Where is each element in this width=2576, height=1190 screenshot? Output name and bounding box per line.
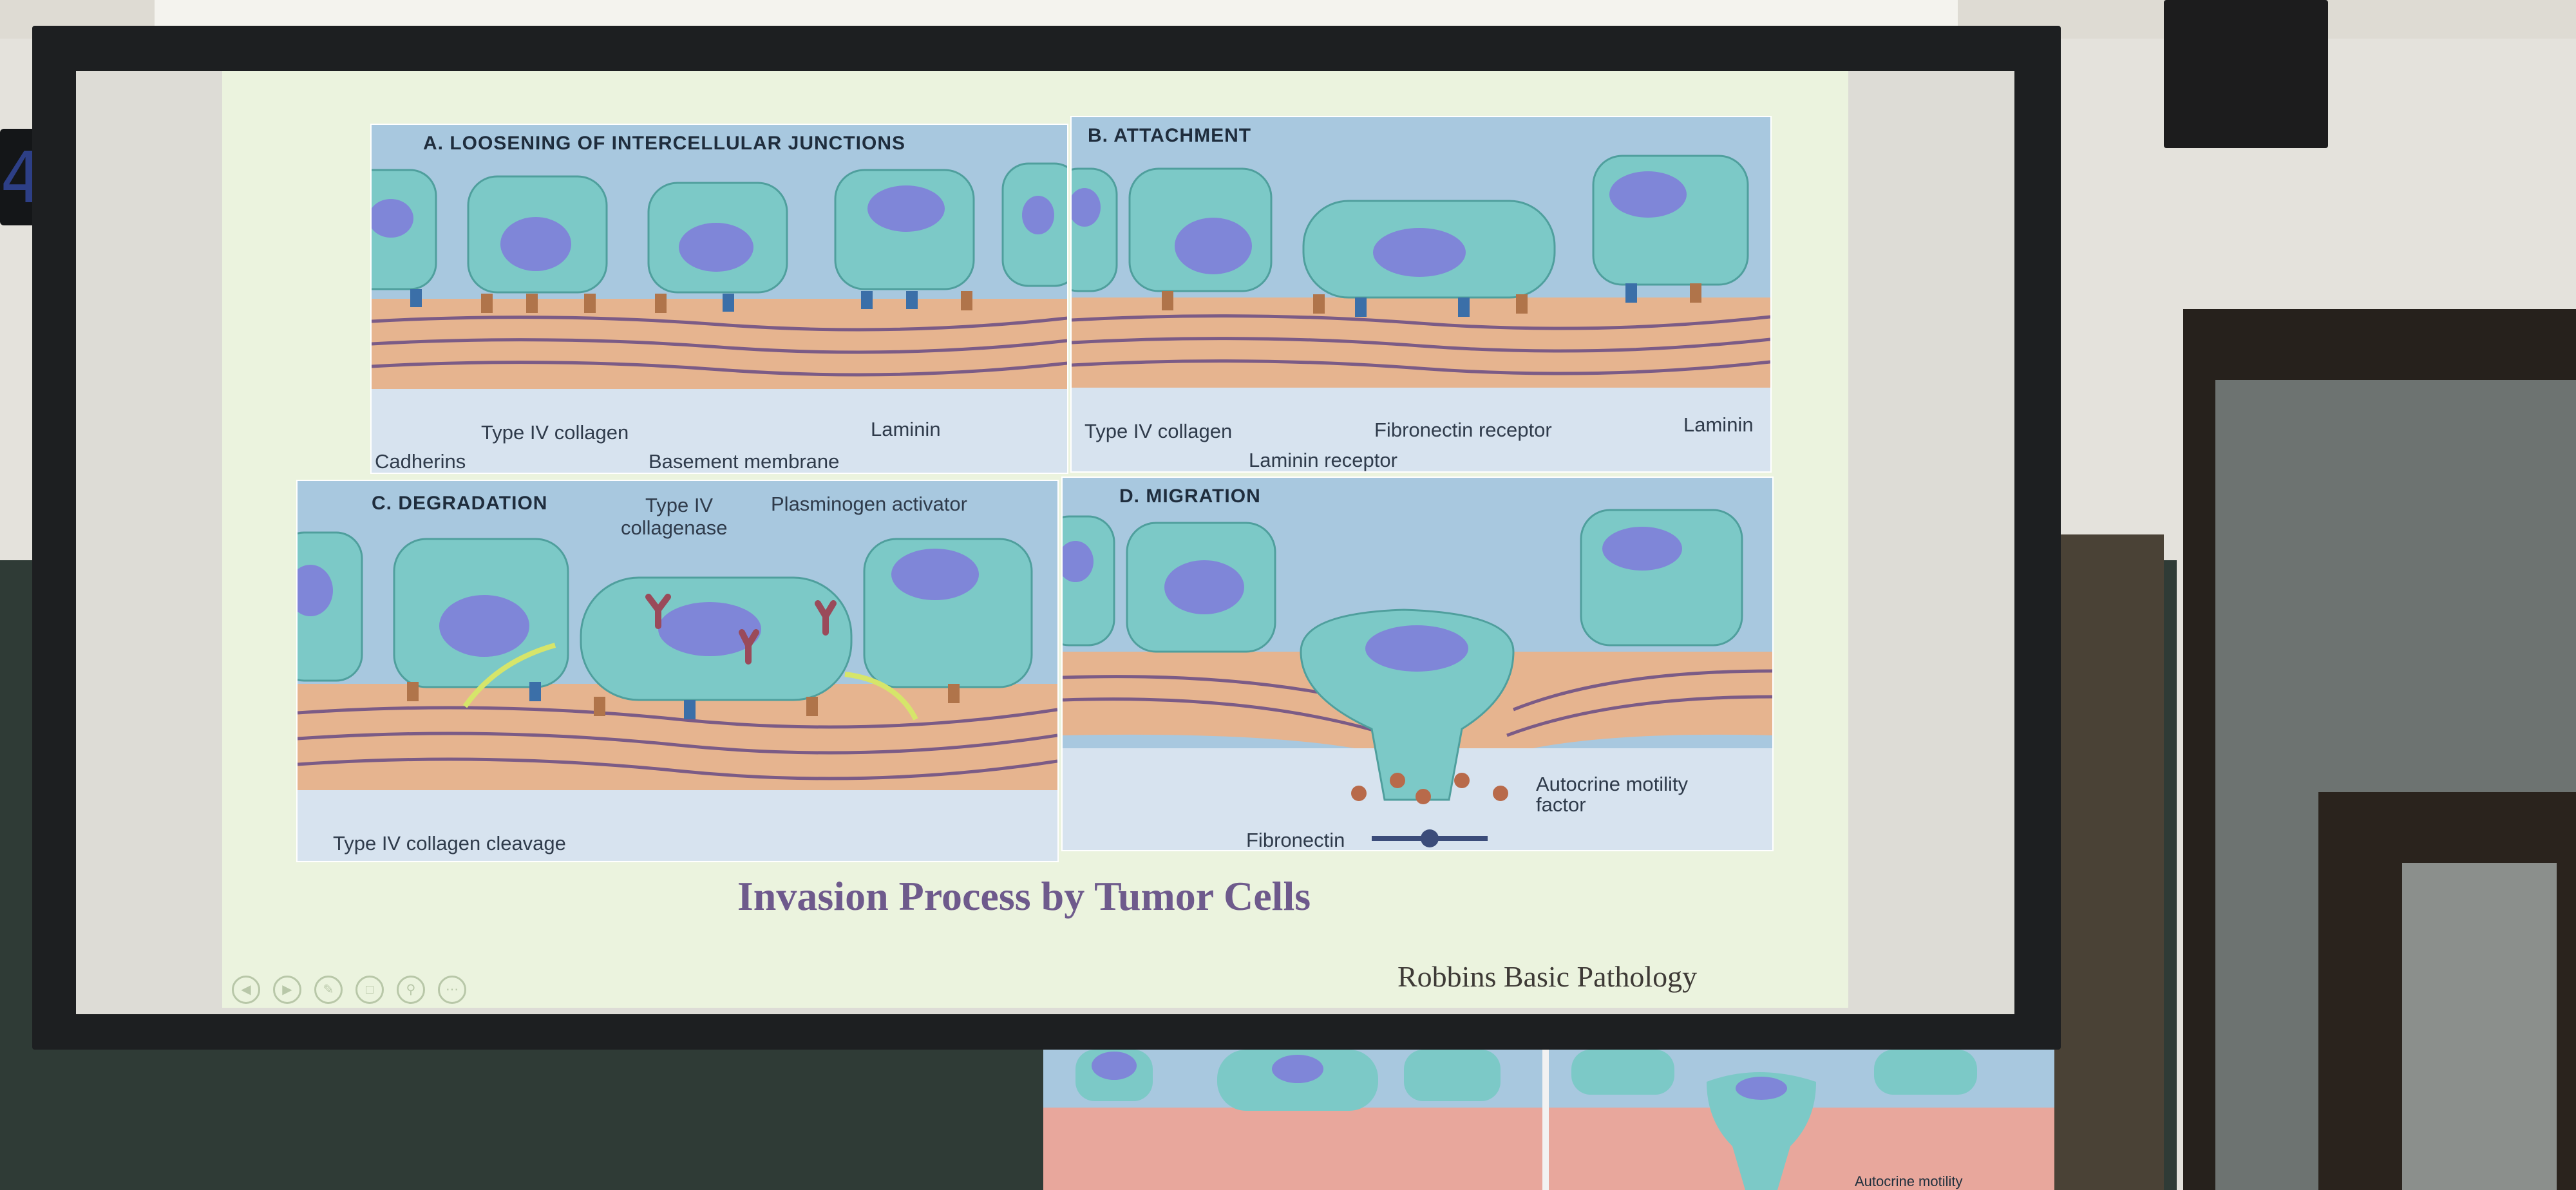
play-icon[interactable]: ▶	[273, 976, 301, 1004]
secondary-monitor	[1043, 1050, 2054, 1190]
label-type-iv: Type IV	[645, 494, 714, 516]
label-laminin-b: Laminin	[1683, 413, 1754, 436]
panel-a-illustration	[372, 125, 1067, 473]
panel-c-illustration	[298, 481, 1057, 861]
panel-a-header: A. LOOSENING OF INTERCELLULAR JUNCTIONS	[423, 133, 906, 154]
door-leaf-glass	[2402, 863, 2557, 1190]
panel-b-attachment: B. ATTACHMENT Type IV collagen Laminin r…	[1070, 116, 1772, 473]
panel-c-header: C. DEGRADATION	[372, 493, 548, 514]
label-autocrine-motility: Autocrine motility	[1536, 773, 1689, 795]
label-fibronectin: Fibronectin	[1246, 829, 1345, 851]
label-fibronectin-receptor: Fibronectin receptor	[1374, 419, 1552, 441]
monitor-illustration	[1043, 1050, 2054, 1190]
panel-b-header: B. ATTACHMENT	[1088, 125, 1252, 146]
slide-title: Invasion Process by Tumor Cells	[737, 873, 1311, 919]
zoom-icon[interactable]: ⚲	[397, 976, 425, 1004]
label-factor: factor	[1536, 793, 1586, 816]
copy-icon[interactable]: □	[355, 976, 384, 1004]
panel-b-illustration	[1072, 117, 1770, 471]
label-type-iv-collagen-cleavage: Type IV collagen cleavage	[333, 832, 566, 855]
panel-a-loosening: A. LOOSENING OF INTERCELLULAR JUNCTIONS …	[370, 124, 1068, 474]
label-cadherins: Cadherins	[375, 450, 466, 473]
panel-d-illustration	[1063, 478, 1772, 850]
slide-nav-toolbar: ◀ ▶ ✎ □ ⚲ ⋯	[232, 976, 479, 1004]
label-basement-membrane: Basement membrane	[649, 450, 840, 473]
panel-d-header: D. MIGRATION	[1119, 486, 1261, 507]
label-laminin-a: Laminin	[871, 418, 941, 440]
prev-icon[interactable]: ◀	[232, 976, 260, 1004]
wall-speaker	[2164, 0, 2328, 148]
label-plasminogen-activator: Plasminogen activator	[771, 493, 967, 515]
label-laminin-receptor: Laminin receptor	[1249, 449, 1397, 471]
label-type-iv-collagen-b: Type IV collagen	[1084, 420, 1233, 442]
panel-c-degradation: C. DEGRADATION Type IV collagenase Plasm…	[296, 480, 1059, 862]
panel-d-migration: D. MIGRATION Autocrine motility factor F…	[1061, 477, 1774, 851]
monitor-label: Autocrine motility	[1855, 1173, 1963, 1189]
slide-credit: Robbins Basic Pathology	[1397, 960, 1698, 993]
pen-icon[interactable]: ✎	[314, 976, 343, 1004]
label-collagenase: collagenase	[621, 516, 728, 539]
more-icon[interactable]: ⋯	[438, 976, 466, 1004]
label-type-iv-collagen-a: Type IV collagen	[481, 421, 629, 444]
